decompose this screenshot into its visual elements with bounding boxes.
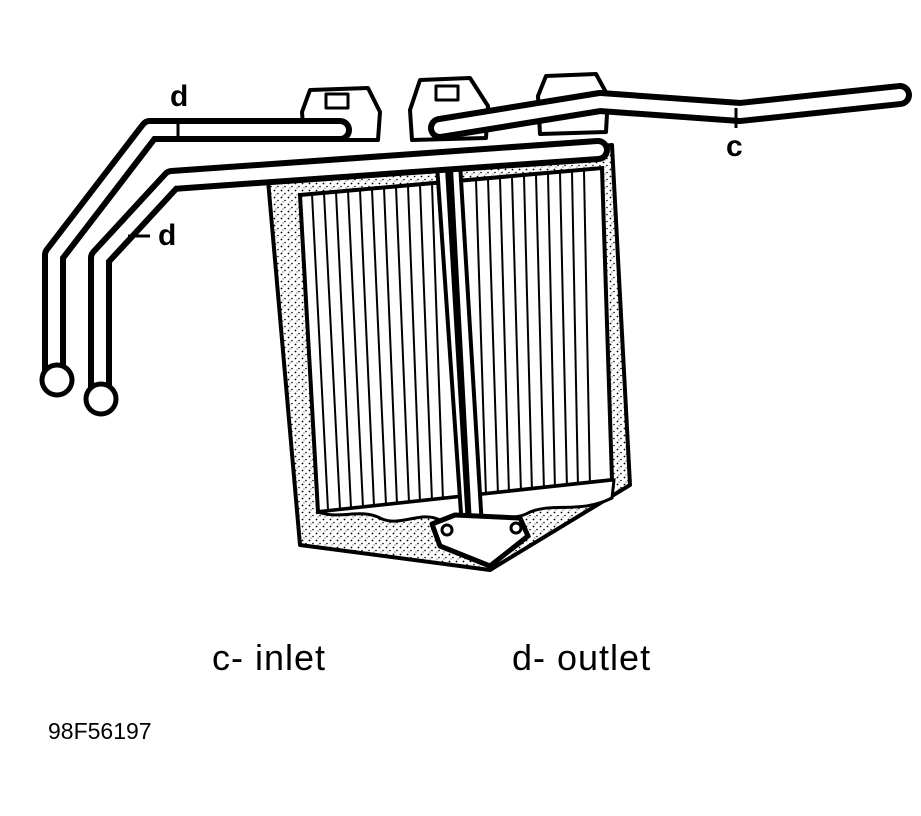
legend-inlet: c- inlet — [212, 637, 327, 678]
coolant-tubes — [39, 83, 912, 417]
figure-id: 98F56197 — [48, 718, 152, 744]
callout-ticks — [128, 108, 738, 238]
outlet-callout-upper: d — [170, 80, 188, 113]
mounting-rod — [429, 160, 531, 569]
outlet-callout-lower: d — [158, 219, 176, 252]
legend-outlet: d- outlet — [512, 637, 652, 678]
inlet-callout: c — [726, 130, 743, 163]
core-fins — [297, 165, 616, 523]
